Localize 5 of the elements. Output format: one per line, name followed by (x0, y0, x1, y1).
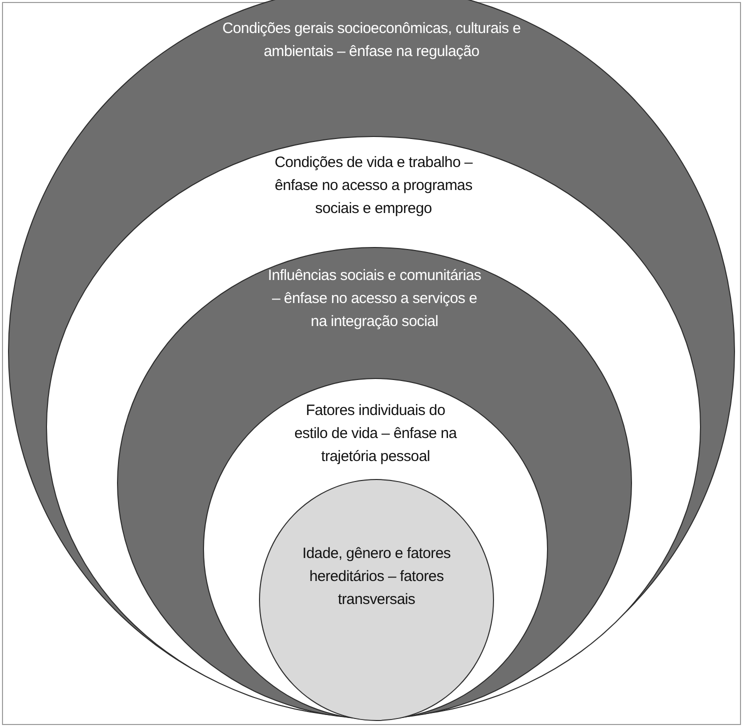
ring-label: Condições de vida e trabalho – ênfase no acesso a programas sociais e emprego (274, 153, 474, 219)
ring-label: Influências sociais e comunitárias – ênfase no acesso a serviços e na integração social (267, 266, 482, 332)
ring-label: Fatores individuais do estilo de vida – ênfase na trajetória pessoal (293, 401, 458, 467)
ring-label: Idade, gênero e fatores hereditários – fatores transversais (301, 544, 452, 610)
ring-label: Condições gerais socioeconômicas, culturais e ambientais – ênfase na regulação (221, 19, 522, 62)
